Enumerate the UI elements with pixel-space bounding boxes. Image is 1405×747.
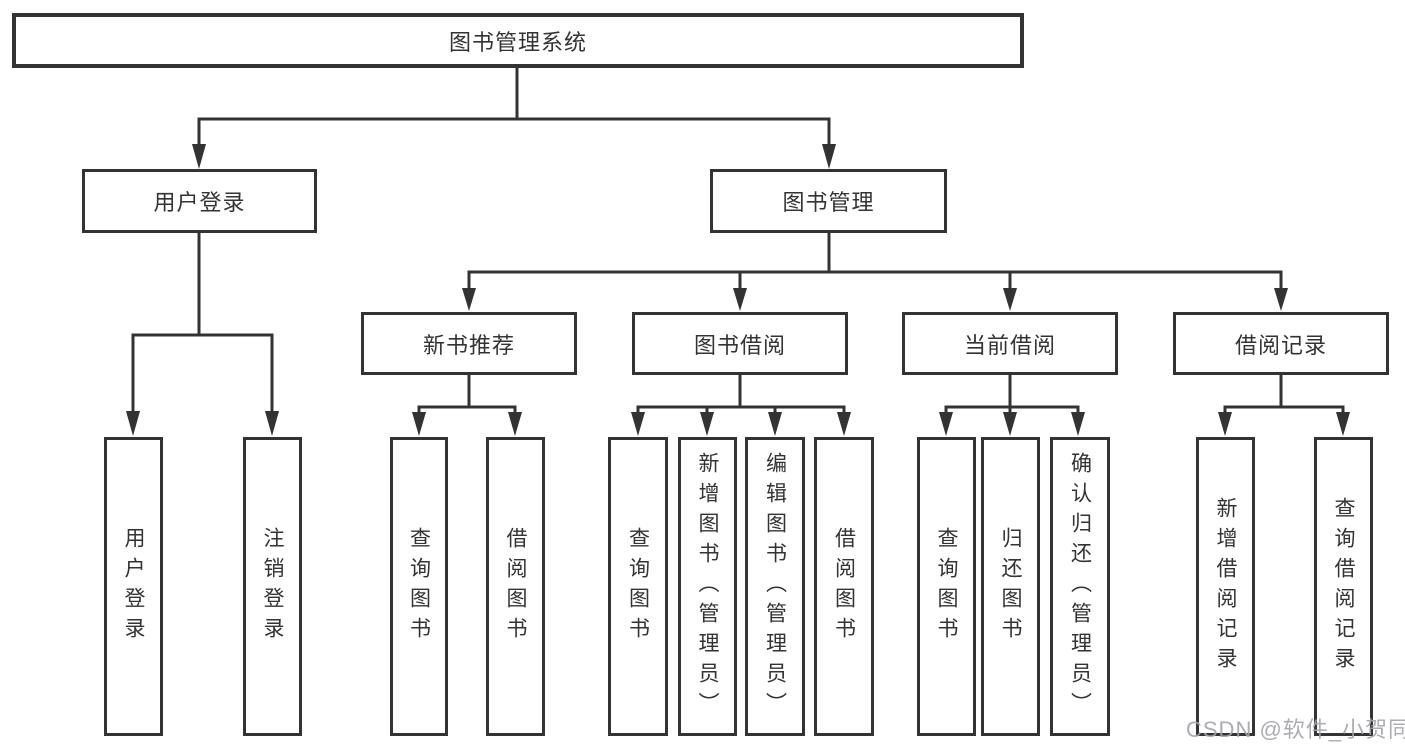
leaf-add-book-admin: 新增图书（管理员）: [678, 437, 737, 736]
leaf-query-books-borrow: 查询图书: [608, 437, 668, 736]
leaf-query-borrow-record: 查询借阅记录: [1314, 437, 1373, 736]
leaf-return-book: 归还图书: [981, 437, 1040, 736]
node-borrow-records: 借阅记录: [1173, 312, 1389, 375]
leaf-edit-book-admin: 编辑图书（管理员）: [745, 437, 805, 736]
watermark-text: CSDN @软件_小贺同学: [1186, 717, 1405, 742]
leaf-user-login: 用户登录: [104, 437, 163, 736]
leaf-confirm-return-admin: 确认归还（管理员）: [1050, 437, 1110, 736]
node-book-management: 图书管理: [710, 169, 947, 233]
leaf-borrow-books: 借阅图书: [814, 437, 874, 736]
leaf-add-borrow-record: 新增借阅记录: [1196, 437, 1255, 736]
leaf-query-books-current: 查询图书: [917, 437, 976, 736]
node-root: 图书管理系统: [12, 13, 1024, 68]
node-new-book-recommend: 新书推荐: [361, 312, 577, 375]
node-book-borrow: 图书借阅: [632, 312, 848, 375]
node-current-borrow: 当前借阅: [902, 312, 1118, 375]
leaf-query-books-recommend: 查询图书: [390, 437, 448, 736]
leaf-borrow-books-recommend: 借阅图书: [486, 437, 545, 736]
leaf-logout: 注销登录: [243, 437, 302, 736]
node-user-login: 用户登录: [82, 169, 317, 233]
